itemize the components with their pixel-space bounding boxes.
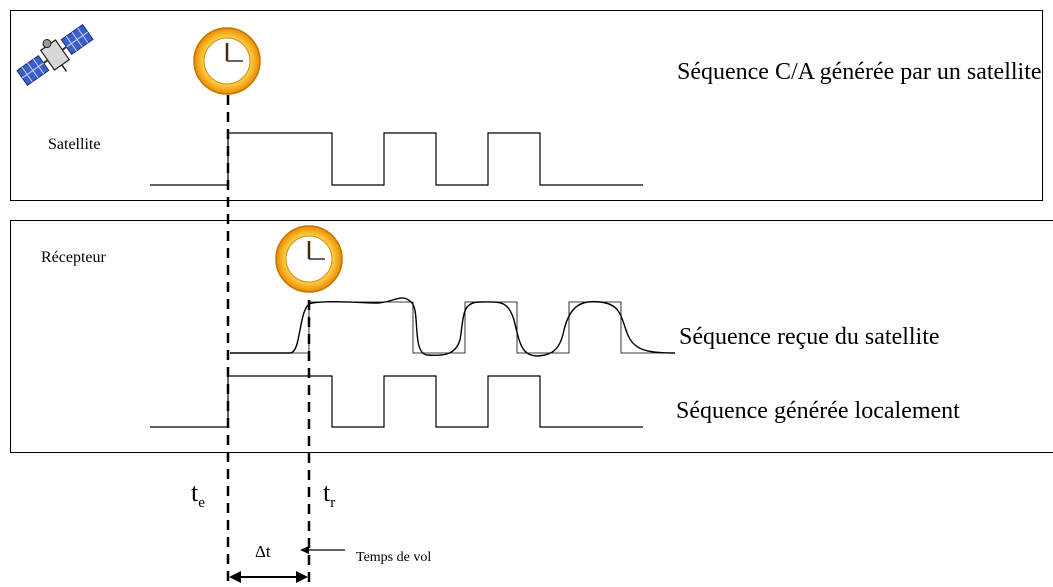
receiver-label: Récepteur: [41, 249, 107, 266]
satellite-sequence: [150, 132, 643, 186]
flight-time-pointer: [300, 546, 345, 554]
clock-icon: [193, 27, 261, 95]
local-sequence-label: Séquence générée localement: [676, 398, 960, 424]
received-sequence-label: Séquence reçue du satellite: [679, 324, 940, 350]
te-label: te: [191, 478, 205, 511]
te-subscript: e: [198, 495, 205, 511]
tr-main: t: [323, 478, 331, 507]
delta-t-arrow: [229, 571, 308, 583]
te-main: t: [191, 478, 199, 507]
satellite-sequence-title: Séquence C/A générée par un satellite: [677, 59, 1042, 85]
delta-t-label: Δt: [255, 542, 271, 561]
tr-subscript: r: [330, 495, 335, 511]
clock-icon: [275, 225, 343, 293]
satellite-panel: [10, 10, 1043, 201]
tr-label: tr: [323, 478, 335, 511]
satellite-icon: [16, 23, 94, 87]
satellite-label: Satellite: [48, 136, 100, 153]
flight-time-label: Temps de vol: [356, 550, 431, 565]
received-sequence-curve: [230, 297, 676, 357]
receiver-panel: [10, 220, 1053, 453]
local-sequence: [150, 375, 643, 428]
